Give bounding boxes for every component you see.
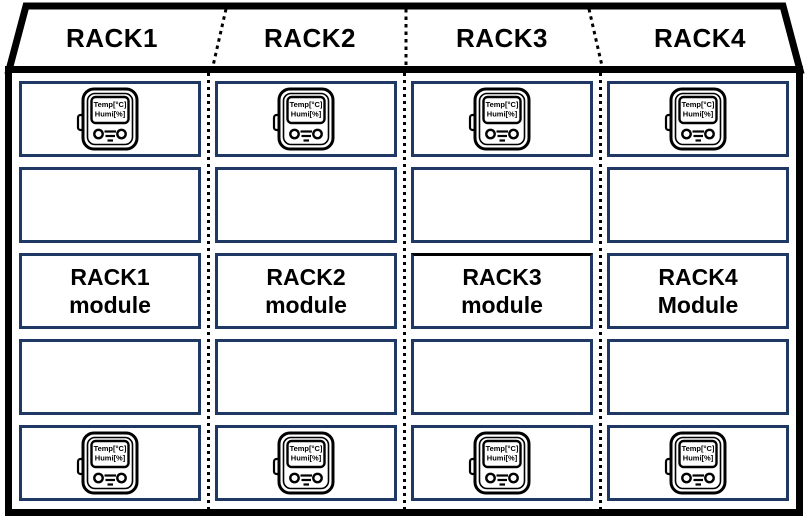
temp-humi-sensor-icon: Temp[°C] Humi[%] (664, 87, 727, 151)
sensor-humi-text: Humi[%] (683, 454, 714, 463)
sensor-temp-text: Temp[°C] (94, 444, 127, 453)
sensor-temp-text: Temp[°C] (682, 444, 715, 453)
rack3-module-line2: module (461, 292, 543, 318)
rack1-empty-slot-lower (19, 339, 201, 415)
rack4-module-box: RACK4 Module (607, 253, 789, 329)
temp-humi-sensor-icon: Temp[°C] Humi[%] (272, 87, 335, 151)
rack4-module-line1: RACK4 (658, 264, 738, 290)
rack-columns: Temp[°C] Humi[%] RACK1 module (12, 73, 796, 509)
sensor-humi-text: Humi[%] (683, 110, 714, 119)
column-divider-3 (598, 73, 602, 509)
temp-humi-sensor-icon: Temp[°C] Humi[%] (76, 431, 139, 495)
sensor-temp-text: Temp[°C] (290, 444, 323, 453)
cabinet-front: Temp[°C] Humi[%] RACK1 module (5, 66, 803, 516)
temp-humi-sensor-icon: Temp[°C] Humi[%] (468, 431, 531, 495)
top-face-divider-1 (211, 8, 228, 67)
rack1-empty-slot-upper (19, 167, 201, 243)
rack3-column: Temp[°C] Humi[%] RACK3 module (404, 73, 600, 509)
sensor-humi-text: Humi[%] (487, 454, 518, 463)
rack4-empty-slot-upper (607, 167, 789, 243)
temp-humi-sensor-icon: Temp[°C] Humi[%] (272, 431, 335, 495)
sensor-humi-text: Humi[%] (291, 110, 322, 119)
top-face-divider-3 (587, 8, 604, 67)
rack3-top-sensor-slot: Temp[°C] Humi[%] (411, 81, 593, 157)
sensor-humi-text: Humi[%] (487, 110, 518, 119)
sensor-humi-text: Humi[%] (291, 454, 322, 463)
rack3-module-line1: RACK3 (462, 264, 542, 290)
sensor-temp-text: Temp[°C] (486, 444, 519, 453)
rack4-bottom-sensor-slot: Temp[°C] Humi[%] (607, 425, 789, 501)
rack3-header-label: RACK3 (455, 23, 549, 53)
rack3-empty-slot-lower (411, 339, 593, 415)
rack1-module-line2: module (69, 292, 151, 318)
rack1-top-sensor-slot: Temp[°C] Humi[%] (19, 81, 201, 157)
sensor-temp-text: Temp[°C] (682, 100, 715, 109)
rack2-bottom-sensor-slot: Temp[°C] Humi[%] (215, 425, 397, 501)
rack3-empty-slot-upper (411, 167, 593, 243)
rack2-empty-slot-lower (215, 339, 397, 415)
rack4-column: Temp[°C] Humi[%] RACK4 Module (600, 73, 796, 509)
rack2-top-sensor-slot: Temp[°C] Humi[%] (215, 81, 397, 157)
sensor-temp-text: Temp[°C] (94, 100, 127, 109)
rack2-module-line1: RACK2 (266, 264, 346, 290)
rack2-empty-slot-upper (215, 167, 397, 243)
rack4-header-label: RACK4 (653, 23, 747, 53)
rack4-top-sensor-slot: Temp[°C] Humi[%] (607, 81, 789, 157)
rack2-module-box: RACK2 module (215, 253, 397, 329)
rack4-module-line2: Module (657, 292, 739, 318)
sensor-temp-text: Temp[°C] (486, 100, 519, 109)
rack1-bottom-sensor-slot: Temp[°C] Humi[%] (19, 425, 201, 501)
sensor-humi-text: Humi[%] (95, 110, 126, 119)
sensor-temp-text: Temp[°C] (290, 100, 323, 109)
temp-humi-sensor-icon: Temp[°C] Humi[%] (664, 431, 727, 495)
temp-humi-sensor-icon: Temp[°C] Humi[%] (76, 87, 139, 151)
rack4-empty-slot-lower (607, 339, 789, 415)
rack2-column: Temp[°C] Humi[%] RACK2 module (208, 73, 404, 509)
rack1-module-line1: RACK1 (70, 264, 150, 290)
rack3-module-box: RACK3 module (411, 253, 593, 329)
rack1-header-label: RACK1 (65, 23, 159, 53)
column-divider-1 (206, 73, 210, 509)
column-divider-2 (402, 73, 406, 509)
rack2-header-label: RACK2 (263, 23, 357, 53)
rack3-bottom-sensor-slot: Temp[°C] Humi[%] (411, 425, 593, 501)
temp-humi-sensor-icon: Temp[°C] Humi[%] (468, 87, 531, 151)
rack1-column: Temp[°C] Humi[%] RACK1 module (12, 73, 208, 509)
rack1-module-box: RACK1 module (19, 253, 201, 329)
sensor-humi-text: Humi[%] (95, 454, 126, 463)
rack2-module-line2: module (265, 292, 347, 318)
